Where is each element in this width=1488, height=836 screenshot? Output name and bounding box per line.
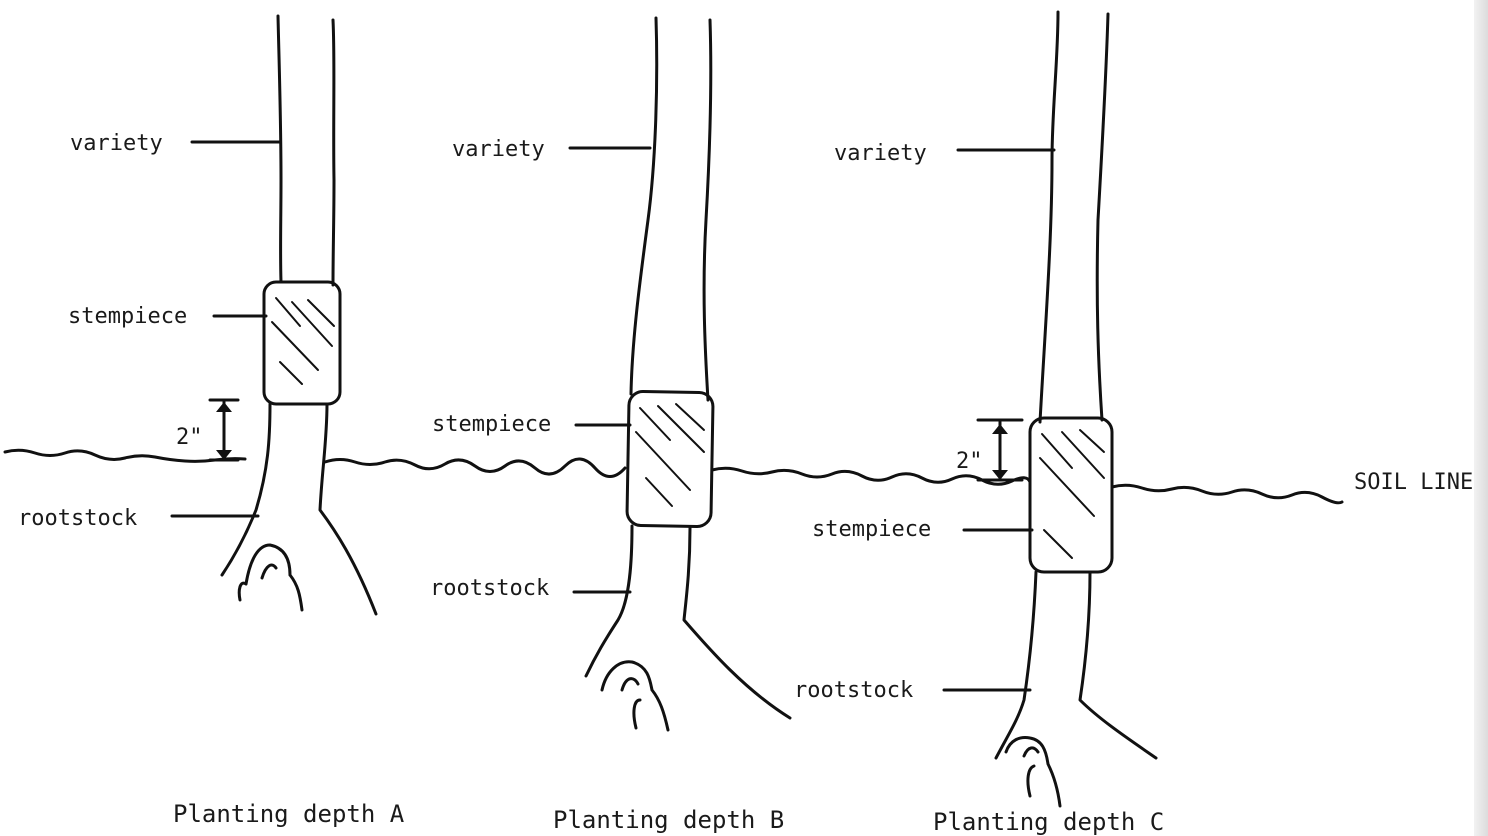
caption-b: Planting depth B — [553, 806, 784, 834]
caption-a: Planting depth A — [173, 800, 405, 828]
measurement-a: 2" — [176, 400, 238, 460]
rootstock-b — [586, 526, 790, 730]
tree-a: 2" variety stempiece rootstock Planting … — [18, 16, 405, 828]
soil-line — [5, 450, 1342, 503]
scan-edge-shadow — [1474, 0, 1488, 836]
tree-b: variety stempiece rootstock Planting dep… — [430, 18, 790, 834]
label-rootstock-c: rootstock — [794, 678, 913, 703]
label-stempiece-c: stempiece — [812, 517, 931, 542]
rootstock-a — [222, 404, 376, 614]
stempiece-hatch-c — [1040, 430, 1104, 558]
tree-c: 2" variety stempiece rootstock Planting … — [794, 12, 1164, 836]
label-stempiece-b: stempiece — [432, 412, 551, 437]
label-variety-b: variety — [452, 137, 545, 162]
label-rootstock-b: rootstock — [430, 576, 549, 601]
measurement-label-a: 2" — [176, 425, 203, 450]
stempiece-b — [627, 391, 713, 526]
label-variety-c: variety — [834, 141, 927, 166]
variety-trunk-b — [631, 18, 711, 400]
label-variety-a: variety — [70, 131, 163, 156]
caption-c: Planting depth C — [933, 808, 1164, 836]
measurement-c: 2" — [956, 420, 1022, 480]
label-stempiece-a: stempiece — [68, 304, 187, 329]
variety-trunk-c — [1040, 12, 1108, 422]
soil-line-label: SOIL LINE — [1354, 470, 1473, 495]
label-rootstock-a: rootstock — [18, 506, 137, 531]
measurement-label-c: 2" — [956, 449, 983, 474]
stempiece-hatch-a — [272, 298, 334, 384]
variety-trunk-a — [278, 16, 334, 285]
stempiece-hatch-b — [636, 404, 704, 506]
